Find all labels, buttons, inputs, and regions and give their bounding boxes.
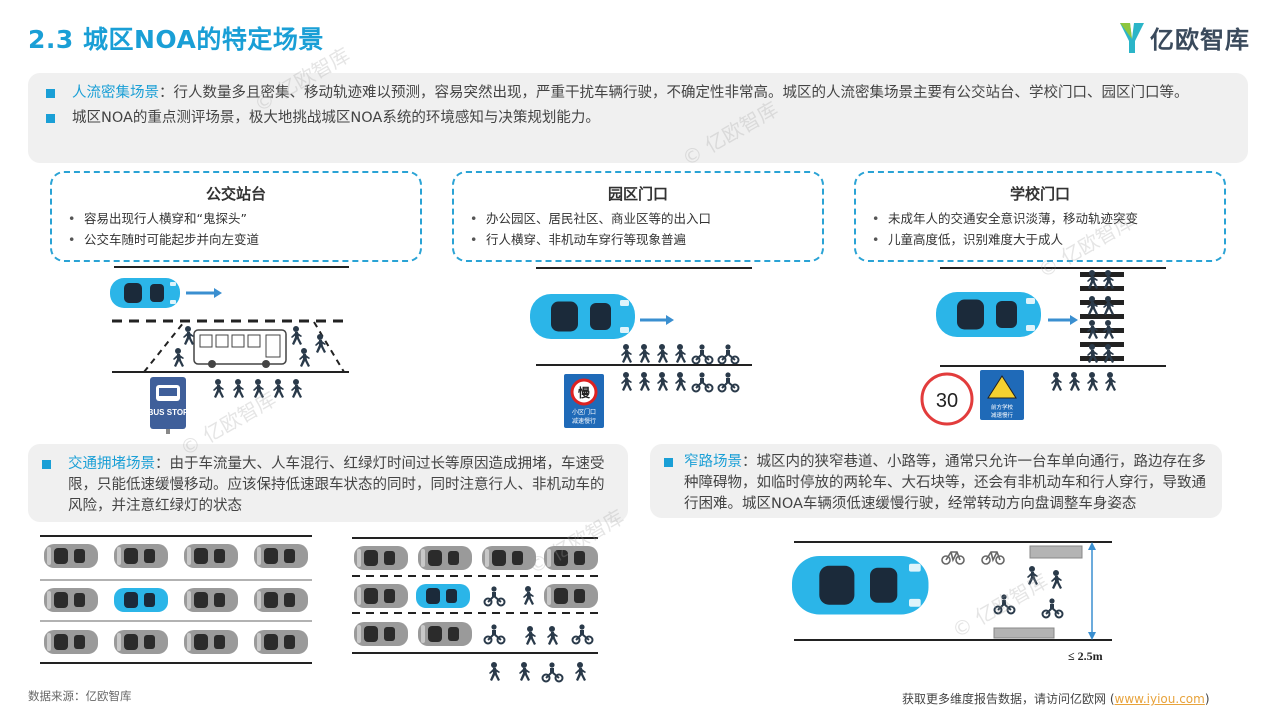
footer-close: )	[1204, 692, 1210, 706]
card-item: 办公园区、居民社区、商业区等的出入口	[468, 208, 808, 229]
logo-text: 亿欧智库	[1150, 26, 1250, 54]
ego-car-icon	[936, 292, 1041, 337]
page-title: 2.3 城区NOA的特定场景	[28, 25, 324, 54]
card-item: 行人横穿、非机动车穿行等现象普遍	[468, 229, 808, 250]
card-item: 公交车随时可能起步并向左变道	[66, 229, 406, 250]
traffic-jam-panel: 交通拥堵场景：由于车流量大、人车混行、红绿灯时间过长等原因造成拥堵，车速受限，只…	[28, 444, 628, 522]
narrow-road-scene: ≤ 2.5m	[792, 541, 1112, 663]
card-bus-stop: 公交站台 容易出现行人横穿和“鬼探头” 公交车随时可能起步并向左变道	[50, 171, 422, 262]
footer-more: 获取更多维度报告数据，请访问亿欧网 (www.iyiou.com)	[902, 690, 1210, 707]
slow-char: 慢	[578, 385, 591, 400]
footer-more-text: 获取更多维度报告数据，请访问亿欧网 (	[902, 692, 1115, 706]
bullet-square-icon	[46, 89, 55, 98]
school-gate-scene: 30 前方学校 减速慢行	[920, 267, 1166, 426]
ego-car-icon	[114, 588, 168, 612]
slow-sub1: 小区门口	[572, 408, 596, 416]
bus-stop-scene: BUS STOP	[110, 266, 349, 434]
narrow-road-panel: 窄路场景：城区内的狭窄巷道、小路等，通常只允许一台车单向通行，路边存在多种障碍物…	[650, 444, 1222, 518]
school-zone-sign: 前方学校 减速慢行	[980, 370, 1024, 420]
narrow-road-desc: ：城区内的狭窄巷道、小路等，通常只允许一台车单向通行，路边存在多种障碍物，如临时…	[684, 454, 1206, 512]
bullet-square-icon	[46, 114, 55, 123]
crowd-scene-label: 人流密集场景	[72, 85, 159, 101]
narrow-road-label: 窄路场景	[684, 454, 742, 470]
road-width-label: ≤ 2.5m	[1068, 649, 1103, 663]
bullet-square-icon	[42, 460, 51, 469]
card-item: 未成年人的交通安全意识淡薄，移动轨迹突变	[870, 208, 1210, 229]
yiou-logo-icon	[1120, 22, 1144, 53]
park-gate-scene: 慢 小区门口 减速慢行	[530, 267, 752, 428]
narrow-road-text: 窄路场景：城区内的狭窄巷道、小路等，通常只允许一台车单向通行，路边存在多种障碍物…	[664, 452, 1208, 515]
ego-car-icon	[416, 584, 470, 608]
card-school-gate: 学校门口 未成年人的交通安全意识淡薄，移动轨迹突变 儿童高度低，识别难度大于成人	[854, 171, 1226, 262]
ego-car-icon	[530, 294, 635, 339]
intro-bullet-1: 人流密集场景：行人数量多且密集、移动轨迹难以预测，容易突然出现，严重干扰车辆行驶…	[46, 83, 1230, 104]
slow-sub2: 减速慢行	[572, 417, 596, 425]
intro-panel: 人流密集场景：行人数量多且密集、移动轨迹难以预测，容易突然出现，严重干扰车辆行驶…	[28, 73, 1248, 163]
bullet-square-icon	[664, 458, 673, 467]
intro-bullet-2: 城区NOA的重点测评场景，极大地挑战城区NOA系统的环境感知与决策规划能力。	[46, 108, 1230, 129]
ego-car-icon	[792, 556, 929, 615]
traffic-jam-label: 交通拥堵场景	[68, 456, 155, 472]
crosswalk	[1080, 272, 1124, 361]
mixed-traffic-scene	[352, 537, 598, 683]
traffic-grid-scene	[40, 535, 312, 664]
speed-limit-sign: 30	[920, 372, 974, 426]
bus-stop-label: BUS STOP	[148, 408, 189, 417]
card-title: 公交站台	[205, 185, 266, 203]
card-park-gate: 园区门口 办公园区、居民社区、商业区等的出入口 行人横穿、非机动车穿行等现象普遍	[452, 171, 824, 262]
bus-stop-sign: BUS STOP	[148, 377, 189, 434]
crowd-scene-text: ：行人数量多且密集、移动轨迹难以预测，容易突然出现，严重干扰车辆行驶，不确定性非…	[159, 85, 1189, 101]
card-title: 园区门口	[607, 185, 668, 203]
traffic-jam-text: 交通拥堵场景：由于车流量大、人车混行、红绿灯时间过长等原因造成拥堵，车速受限，只…	[42, 454, 614, 517]
traffic-jam-desc: ：由于车流量大、人车混行、红绿灯时间过长等原因造成拥堵，车速受限，只能低速缓慢移…	[68, 456, 605, 514]
card-title: 学校门口	[1009, 185, 1070, 203]
speed-limit-value: 30	[936, 390, 958, 412]
bus-icon	[193, 329, 287, 368]
card-item: 容易出现行人横穿和“鬼探头”	[66, 208, 406, 229]
card-item: 儿童高度低，识别难度大于成人	[870, 229, 1210, 250]
brand-logo: 亿欧智库	[1118, 20, 1250, 55]
school-sub2: 减速慢行	[991, 411, 1014, 419]
data-source: 数据来源：亿欧智库	[28, 689, 132, 703]
intro-bullet-2-text: 城区NOA的重点测评场景，极大地挑战城区NOA系统的环境感知与决策规划能力。	[72, 110, 600, 126]
slow-down-sign: 慢 小区门口 减速慢行	[564, 374, 604, 428]
ego-car-icon	[110, 278, 180, 308]
school-sub1: 前方学校	[991, 403, 1014, 411]
footer-link[interactable]: www.iyiou.com	[1114, 692, 1205, 706]
